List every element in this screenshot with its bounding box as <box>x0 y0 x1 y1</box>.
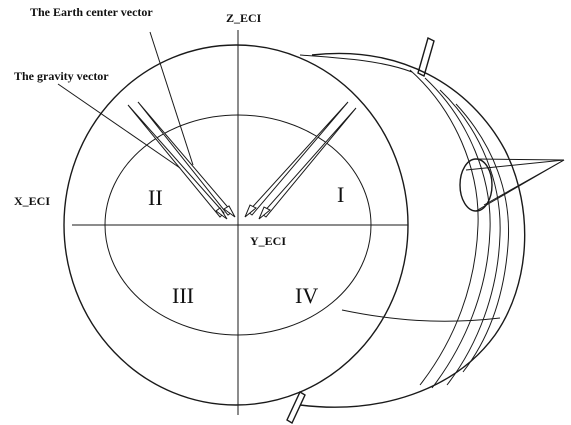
top-antenna <box>417 36 435 78</box>
quadrant-1-label: I <box>337 182 344 207</box>
earth-center-vector-label: The Earth center vector <box>30 5 153 19</box>
quadrant-4-label: IV <box>295 283 318 308</box>
x-axis-label: X_ECI <box>14 194 50 208</box>
gravity-vector-label: The gravity vector <box>14 69 109 83</box>
y-axis-label: Y_ECI <box>250 234 286 248</box>
quadrant-2-label: II <box>148 185 163 210</box>
earth-center-leader <box>149 31 194 166</box>
z-axis-label: Z_ECI <box>226 11 262 25</box>
satellite-body <box>299 52 526 408</box>
bottom-antenna <box>286 390 306 425</box>
gravity-leader <box>57 83 181 169</box>
quadrant-3-label: III <box>172 283 194 308</box>
sensor-cone <box>459 158 565 212</box>
vector-arrows <box>127 101 357 220</box>
